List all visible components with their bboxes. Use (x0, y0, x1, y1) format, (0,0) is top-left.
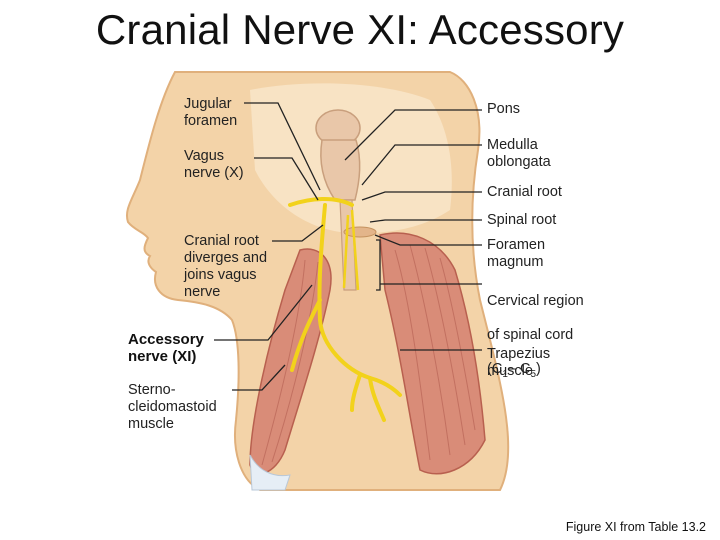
accessory-nerve-path (288, 196, 402, 422)
label-cranial-root: Cranial root (487, 184, 562, 200)
label-trapezius: Trapezius muscle (487, 346, 551, 379)
sternum-tendon (249, 454, 291, 491)
cervical-sub1: 1 (502, 368, 508, 380)
sternocleidomastoid-muscle (249, 248, 332, 475)
label-cranial-root-diverges: Cranial root diverges and joins vagus ne… (184, 233, 268, 300)
foramen-magnum (343, 226, 377, 238)
label-vagus-nerve: Vagus nerve (X) (184, 148, 244, 181)
cervical-line2: of spinal cord (487, 327, 574, 343)
cervical-sub5: 5 (530, 368, 537, 380)
label-sternocleidomastoid: Sterno- cleidomastoid muscle (128, 382, 217, 432)
trapezius-muscle (379, 232, 486, 475)
label-jugular-foramen: Jugular foramen (184, 96, 238, 129)
cervical-c: (C (487, 361, 503, 377)
leader-lines-right (344, 109, 482, 351)
label-cervical-region: Cervical region of spinal cord (C1– C5) (487, 276, 584, 380)
cervical-close: ) (536, 361, 541, 377)
label-accessory-nerve: Accessory nerve (XI) (128, 331, 204, 365)
label-spinal-root: Spinal root (487, 212, 557, 228)
label-pons: Pons (487, 101, 521, 117)
label-foramen-magnum: Foramen magnum (487, 237, 546, 270)
leader-lines-left (214, 102, 324, 391)
cervical-line1: Cervical region (487, 293, 584, 309)
page-title: Cranial Nerve XI: Accessory (95, 6, 625, 53)
cervical-dash: – C (507, 361, 531, 377)
figure-caption: Figure XI from Table 13.2 (565, 520, 706, 534)
label-medulla-oblongata: Medulla oblongata (487, 137, 551, 170)
